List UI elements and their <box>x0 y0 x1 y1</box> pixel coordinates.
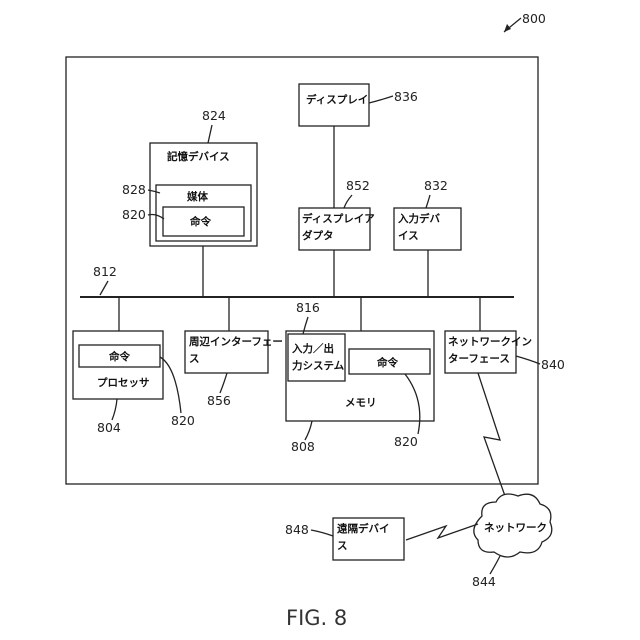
display-label: ディスプレイ <box>306 93 368 106</box>
processor-label: プロセッサ <box>97 376 150 389</box>
storage-device-ref: 824 <box>202 108 226 123</box>
network-ref-leader <box>490 556 500 574</box>
remote-device-label-1: 遠隔デバイ <box>337 522 390 535</box>
storage-instructions-label: 命令 <box>189 215 211 228</box>
io-system-label-2: 力システム <box>292 359 345 372</box>
display-adapter-label-1: ディスプレイア <box>302 212 375 225</box>
input-device-label-2: イス <box>398 230 419 242</box>
display-ref: 836 <box>394 89 418 104</box>
network-interface-label-1: ネットワークイン <box>448 336 532 348</box>
network-interface-label-2: ターフェース <box>448 353 510 365</box>
network-label: ネットワーク <box>484 522 547 534</box>
input-device-label-1: 入力デバ <box>398 212 440 225</box>
display-adapter-ref: 852 <box>346 178 370 193</box>
storage-device-label: 記憶デバイス <box>167 150 230 163</box>
memory-instructions-label: 命令 <box>376 356 398 369</box>
memory-ref: 808 <box>291 439 315 454</box>
peripheral-interface-label-2: ス <box>189 353 200 365</box>
io-system-label-1: 入力／出 <box>292 342 334 355</box>
processor-instructions-ref: 820 <box>171 413 195 428</box>
ref-800-arrowhead <box>504 24 511 32</box>
processor-ref: 804 <box>97 420 121 435</box>
figure-caption: FIG. 8 <box>286 606 347 630</box>
peripheral-interface-ref: 856 <box>207 393 231 408</box>
input-device-ref: 832 <box>424 178 448 193</box>
peripheral-interface-label-1: 周辺インターフェー <box>189 336 283 348</box>
io-system-ref: 816 <box>296 300 320 315</box>
remote-device-link <box>406 524 478 540</box>
medium-ref: 828 <box>122 182 146 197</box>
remote-device-ref-leader <box>311 530 333 536</box>
display-adapter-label-2: ダプタ <box>302 229 334 242</box>
network-ref: 844 <box>472 574 496 589</box>
io-system-block <box>288 334 345 381</box>
medium-label: 媒体 <box>186 190 208 203</box>
remote-device-ref: 848 <box>285 522 309 537</box>
bus-ref: 812 <box>93 264 117 279</box>
memory-instructions-ref: 820 <box>394 434 418 449</box>
storage-instructions-ref: 820 <box>122 207 146 222</box>
ref-800: 800 <box>522 11 546 26</box>
remote-device-label-2: ス <box>337 540 348 552</box>
memory-label: メモリ <box>345 397 377 409</box>
network-interface-ref: 840 <box>541 357 565 372</box>
processor-instructions-label: 命令 <box>108 350 130 363</box>
